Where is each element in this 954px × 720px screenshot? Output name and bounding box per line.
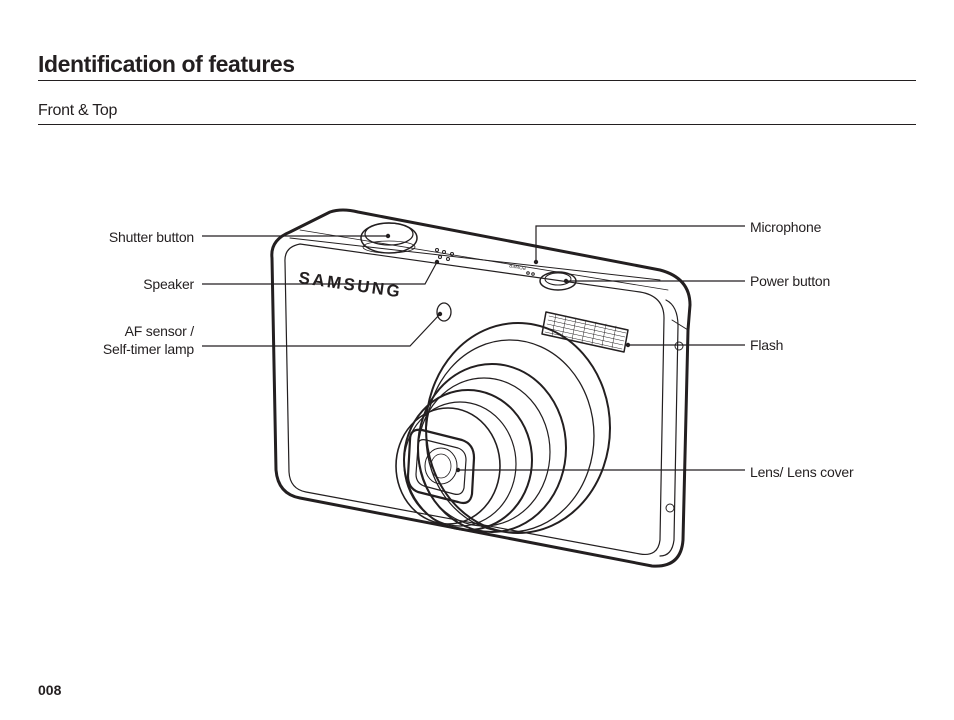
section-rule <box>38 124 916 125</box>
label-af-sensor-line1: AF sensor / <box>124 323 195 339</box>
power-mark-text: POWER <box>508 263 526 271</box>
speaker-holes <box>435 248 454 261</box>
leader-af <box>202 313 441 347</box>
label-speaker: Speaker <box>143 276 194 292</box>
label-flash: Flash <box>750 337 784 353</box>
page-number: 008 <box>38 682 62 698</box>
section-title: Front & Top <box>38 102 118 119</box>
label-microphone: Microphone <box>750 219 822 235</box>
lens-front-shape <box>406 428 476 505</box>
leader-speaker <box>202 261 438 285</box>
label-af-sensor: AF sensor / Self-timer lamp <box>103 322 194 358</box>
page-title: Identification of features <box>38 51 295 77</box>
brand-logo: SAMSUNG <box>297 268 403 301</box>
label-af-sensor-line2: Self-timer lamp <box>102 341 194 357</box>
camera-body-outline <box>270 208 692 568</box>
af-lamp-shape <box>436 302 452 322</box>
label-power-button: Power button <box>750 273 831 289</box>
label-shutter-button: Shutter button <box>108 229 194 245</box>
label-lens: Lens/ Lens cover <box>750 464 854 480</box>
leader-microphone <box>535 225 745 262</box>
title-rule <box>38 80 916 81</box>
camera-front-face <box>284 243 665 556</box>
